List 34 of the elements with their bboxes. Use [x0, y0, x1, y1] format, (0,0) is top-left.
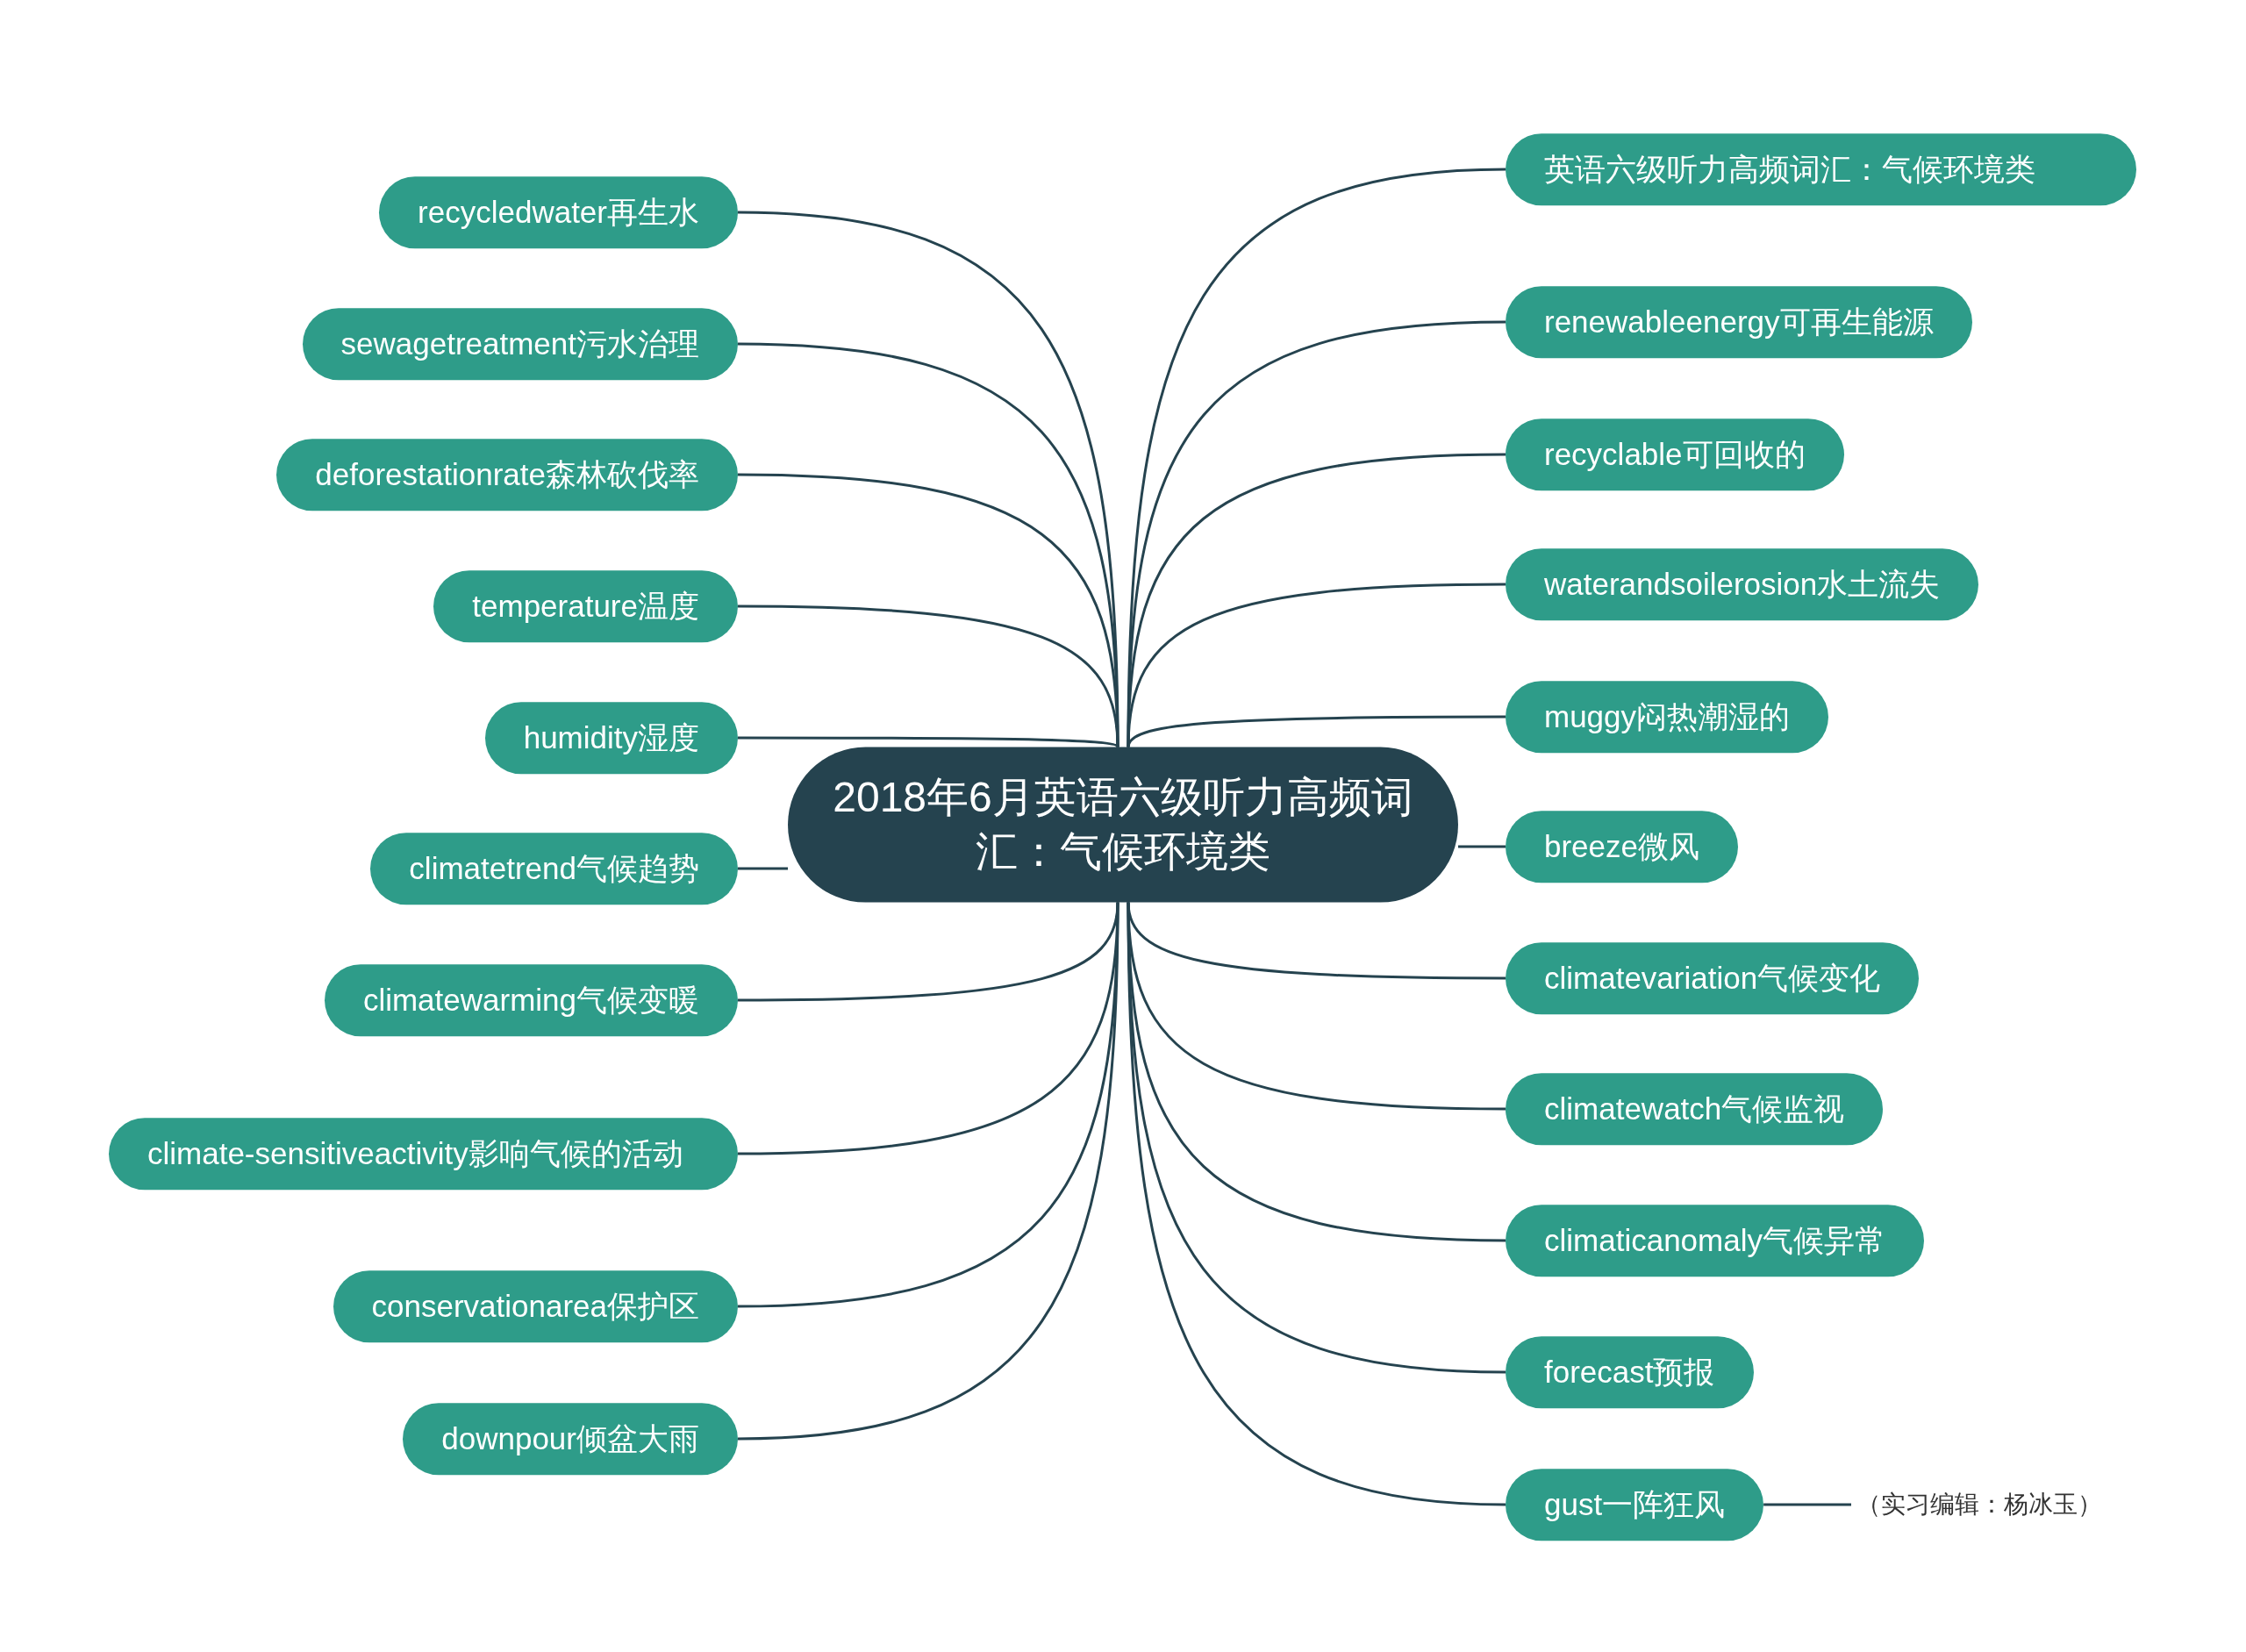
connector-line — [738, 736, 1119, 748]
topic-pill: gust一阵狂风 — [1506, 1469, 1764, 1541]
topic-pill: renewableenergy可再生能源 — [1506, 286, 1972, 358]
topic-pill: climatewatch气候监视 — [1506, 1073, 1884, 1145]
connector-line — [738, 867, 788, 870]
topic-pill: climaticanomaly气候异常 — [1506, 1205, 1924, 1277]
topic-pill: forecast预报 — [1506, 1336, 1754, 1408]
connector-line — [738, 604, 1119, 747]
central-topic: 2018年6月英语六级听力高频词汇：气候环境类 — [788, 747, 1458, 903]
topic-pill: climatetrend气候趋势 — [370, 833, 738, 905]
connector-line — [1127, 715, 1506, 748]
topic-pill: breeze微风 — [1506, 811, 1739, 883]
topic-pill: 英语六级听力高频词汇：气候环境类 — [1506, 133, 2136, 205]
connector-line — [1127, 320, 1506, 747]
topic-pill: humidity湿度 — [484, 702, 738, 774]
connector-line — [1127, 902, 1506, 1506]
topic-pill: sewagetreatment污水治理 — [302, 308, 738, 380]
topic-pill: recyclable可回收的 — [1506, 418, 1844, 490]
topic-pill: muggy闷热潮湿的 — [1506, 681, 1829, 753]
topic-pill: conservationarea保护区 — [333, 1270, 738, 1342]
topic-pill: recycledwater再生水 — [379, 176, 738, 248]
topic-pill: climatevariation气候变化 — [1506, 942, 1920, 1014]
topic-pill: temperature温度 — [433, 570, 738, 642]
topic-pill: waterandsoilerosion水土流失 — [1506, 548, 1979, 620]
connector-line — [1763, 1503, 1851, 1506]
editor-note: （实习编辑：杨冰玉） — [1851, 1484, 2107, 1525]
topic-pill: downpour倾盆大雨 — [403, 1403, 738, 1475]
topic-pill: deforestationrate森林砍伐率 — [276, 439, 738, 511]
connector-line — [1458, 845, 1506, 848]
connector-line — [1127, 453, 1506, 747]
connector-line — [1127, 168, 1506, 747]
topic-pill: climate-sensitiveactivity影响气候的活动 — [109, 1118, 738, 1190]
topic-pill: climatewarming气候变暖 — [324, 964, 738, 1036]
connector-line — [737, 902, 1119, 1441]
